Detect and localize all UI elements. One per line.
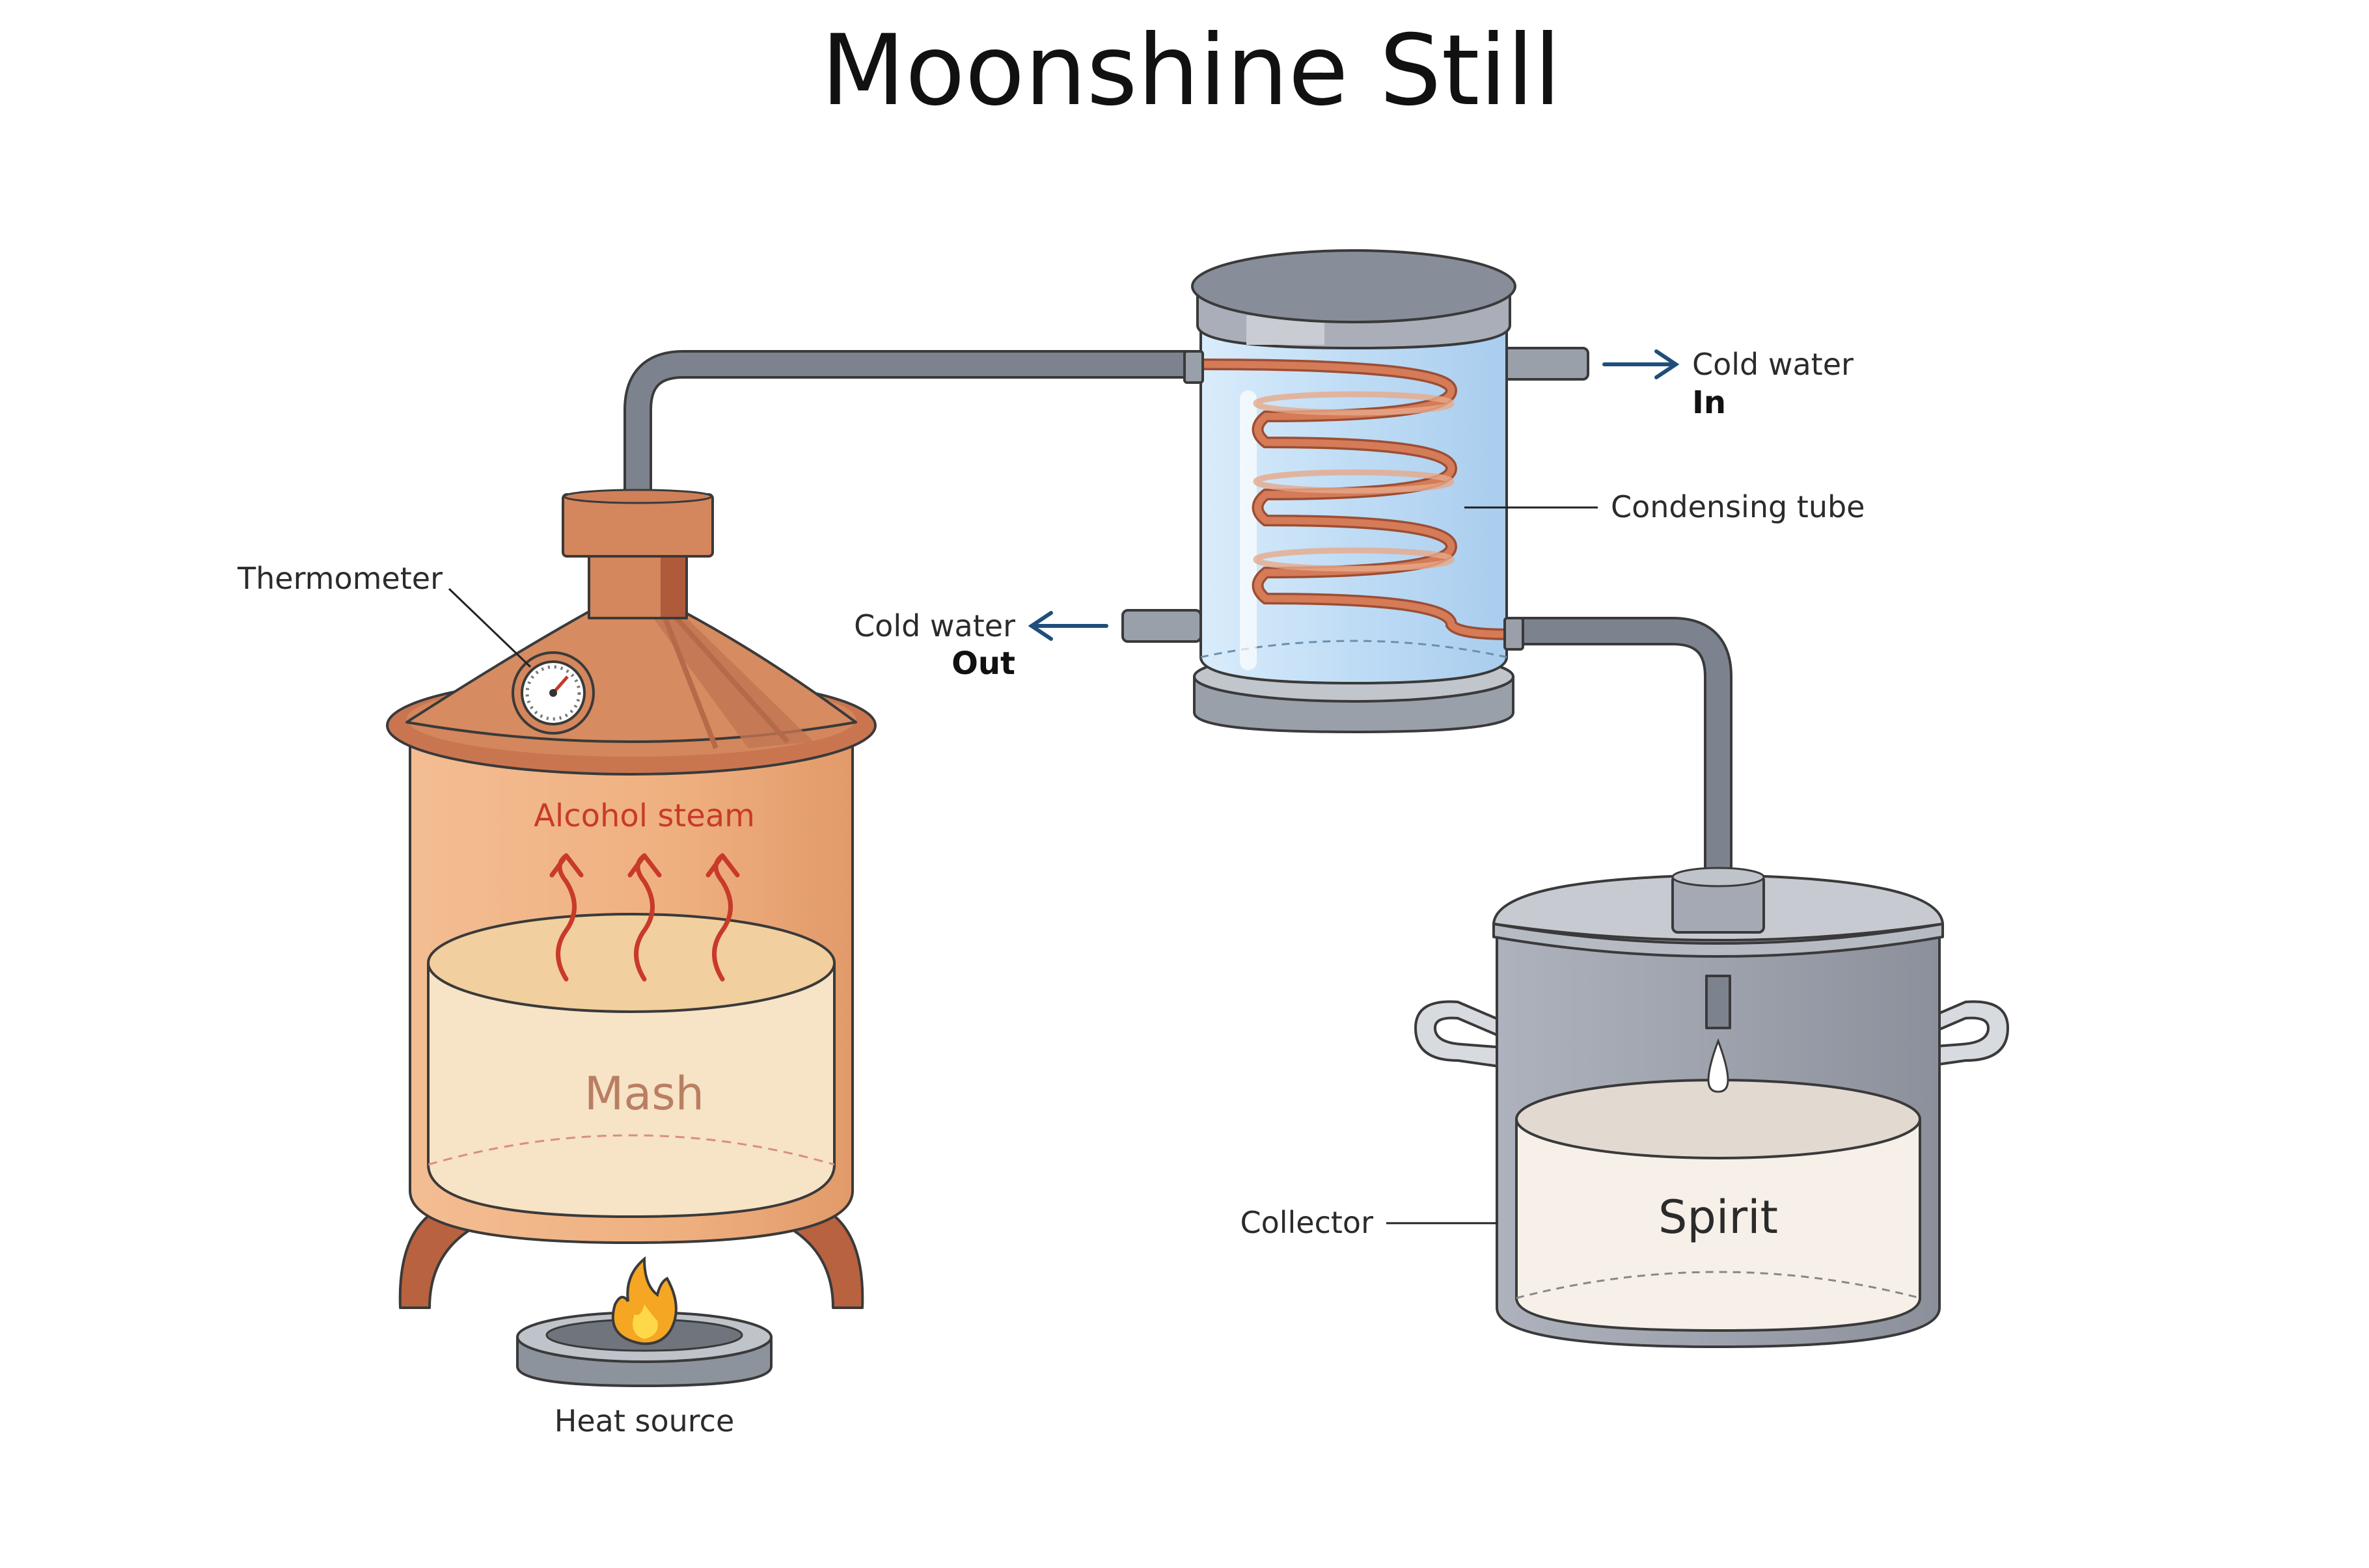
- steam-arrow-2: [627, 853, 662, 982]
- alcohol-steam-label: Alcohol steam: [534, 798, 755, 834]
- cold-water-out-pipe: [1121, 609, 1202, 643]
- collector-handle-right: [1919, 1000, 2009, 1068]
- vapor-pipe: [623, 350, 1191, 507]
- collector-handle-left: [1414, 1000, 1505, 1068]
- collector: [1414, 867, 2009, 1348]
- diagram-title: Moonshine Still: [821, 14, 1561, 128]
- boiler: [386, 489, 877, 1309]
- condenser: [1121, 249, 1589, 733]
- steam-arrow-1: [549, 853, 584, 982]
- distillate-pipe: [1510, 617, 1732, 872]
- thermometer-leader: [448, 588, 532, 668]
- thermometer-gauge: [512, 651, 595, 735]
- cold-water-in-label: Cold water: [1692, 347, 1854, 382]
- thermometer-label: Thermometer: [237, 561, 443, 596]
- steam-arrows: [549, 853, 740, 982]
- flame-icon: [611, 1256, 678, 1345]
- mash-liquid: [427, 962, 836, 1218]
- spirit-label: Spirit: [1658, 1191, 1778, 1244]
- cold-water-out-label: Cold water: [854, 608, 1015, 643]
- heat-source-label: Heat source: [555, 1403, 735, 1439]
- collector-label: Collector: [1240, 1205, 1373, 1240]
- cold-water-in-direction: In: [1692, 385, 1726, 421]
- condensing-tube-label: Condensing tube: [1611, 489, 1865, 524]
- drop-icon: [1707, 1038, 1729, 1093]
- mash-surface: [427, 913, 836, 1013]
- cold-water-out-direction: Out: [952, 645, 1015, 682]
- steam-arrow-3: [705, 853, 740, 982]
- mash-bottom-dashed: [428, 1134, 835, 1166]
- cold-water-in-arrow: [1602, 349, 1680, 379]
- mash-label: Mash: [584, 1067, 704, 1120]
- cold-water-out-arrow: [1028, 611, 1108, 641]
